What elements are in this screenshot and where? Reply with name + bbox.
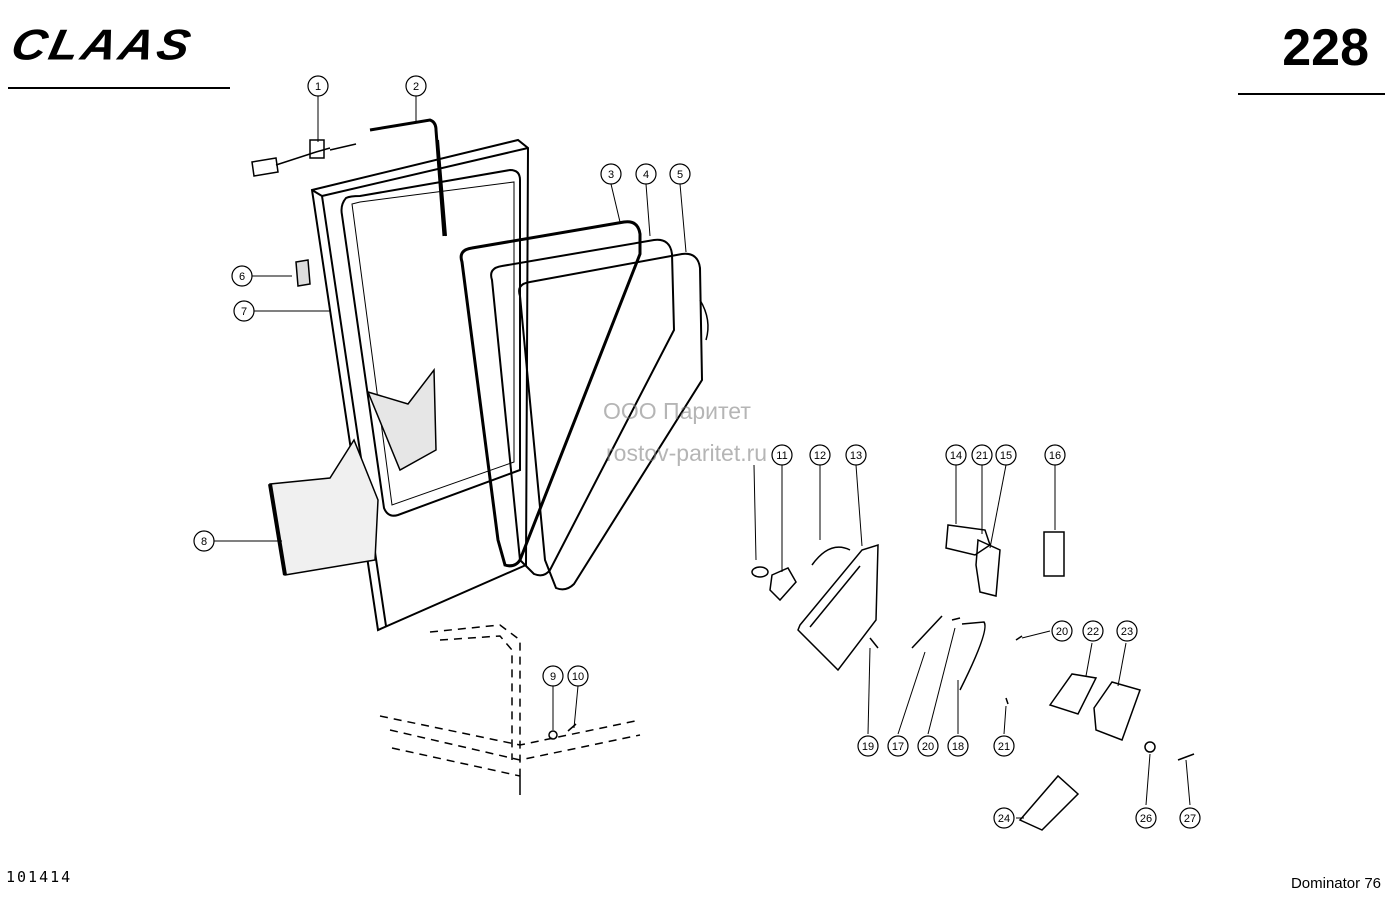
callout-15: 15 [995, 444, 1017, 466]
callout-number: 13 [850, 450, 862, 462]
callout-number: 26 [1140, 813, 1152, 825]
callout-number: 16 [1049, 450, 1061, 462]
seal-3 [459, 220, 642, 568]
callout-number: 21 [976, 450, 988, 462]
callout-16: 16 [1044, 444, 1066, 466]
callout-18: 18 [947, 735, 969, 757]
callout-21: 21 [971, 444, 993, 466]
callout-number: 6 [239, 271, 245, 283]
callout-number: 14 [950, 450, 962, 462]
hinge [251, 139, 357, 177]
callout-number: 5 [677, 169, 683, 181]
callout-number: 22 [1087, 626, 1099, 638]
callout-number: 8 [201, 536, 207, 548]
plate-6 [295, 259, 311, 287]
callout-9: 9 [542, 665, 564, 687]
callout-number: 20 [922, 741, 934, 753]
callout-1: 1 [307, 75, 329, 97]
callout-number: 15 [1000, 450, 1012, 462]
handle-assembly [1048, 673, 1141, 741]
callout-number: 4 [643, 169, 649, 181]
callout-5: 5 [669, 163, 691, 185]
callout-7: 7 [233, 300, 255, 322]
callout-number: 23 [1121, 626, 1133, 638]
callout-3: 3 [600, 163, 622, 185]
glass-5 [518, 252, 704, 591]
callout-number: 17 [892, 741, 904, 753]
callout-number: 24 [998, 813, 1010, 825]
callout-number: 27 [1184, 813, 1196, 825]
callout-number: 19 [862, 741, 874, 753]
callout-number: 12 [814, 450, 826, 462]
callout-number: 9 [550, 671, 556, 683]
lock [945, 524, 1001, 597]
page-number: 228 [1282, 19, 1369, 77]
callout-13: 13 [845, 444, 867, 466]
callout-number: 11 [776, 450, 787, 462]
callout-22: 22 [1082, 620, 1104, 642]
callout-8: 8 [193, 530, 215, 552]
callout-number: 1 [315, 81, 321, 93]
callout-number: 7 [241, 306, 247, 318]
callout-12: 12 [809, 444, 831, 466]
callout-number: 21 [998, 741, 1010, 753]
callout-number: 10 [572, 671, 584, 683]
part-16 [1043, 531, 1065, 577]
rods [869, 615, 1023, 705]
callout-19: 19 [857, 735, 879, 757]
latch-bracket [797, 543, 879, 672]
drawing-number: 101414 [6, 868, 73, 886]
part-24 [1018, 774, 1080, 831]
callout-21: 21 [993, 735, 1015, 757]
callout-6: 6 [231, 265, 253, 287]
door-rod [369, 118, 446, 237]
watermark-site: rostov-paritet.ru [606, 440, 768, 466]
callout-number: 3 [608, 169, 614, 181]
callout-4: 4 [635, 163, 657, 185]
callout-20: 20 [1051, 620, 1073, 642]
leader-lines [214, 96, 1191, 819]
callout-number: 2 [413, 81, 419, 93]
callout-number: 20 [1056, 626, 1068, 638]
door-panel [268, 367, 437, 576]
handle-parts [751, 546, 851, 602]
callout-number: 18 [952, 741, 964, 753]
callout-20: 20 [917, 735, 939, 757]
callout-24: 24 [993, 807, 1015, 829]
callout-10: 10 [567, 665, 589, 687]
watermark-company: ООО Паритет [603, 398, 751, 424]
callout-11: 11 [771, 444, 793, 466]
callout-2: 2 [405, 75, 427, 97]
model-name: Dominator 76 [1290, 875, 1381, 892]
callout-14: 14 [945, 444, 967, 466]
callout-23: 23 [1116, 620, 1138, 642]
callout-26: 26 [1135, 807, 1157, 829]
callout-27: 27 [1179, 807, 1201, 829]
cab-outline [379, 624, 641, 777]
glass-4 [490, 238, 676, 577]
callout-17: 17 [887, 735, 909, 757]
